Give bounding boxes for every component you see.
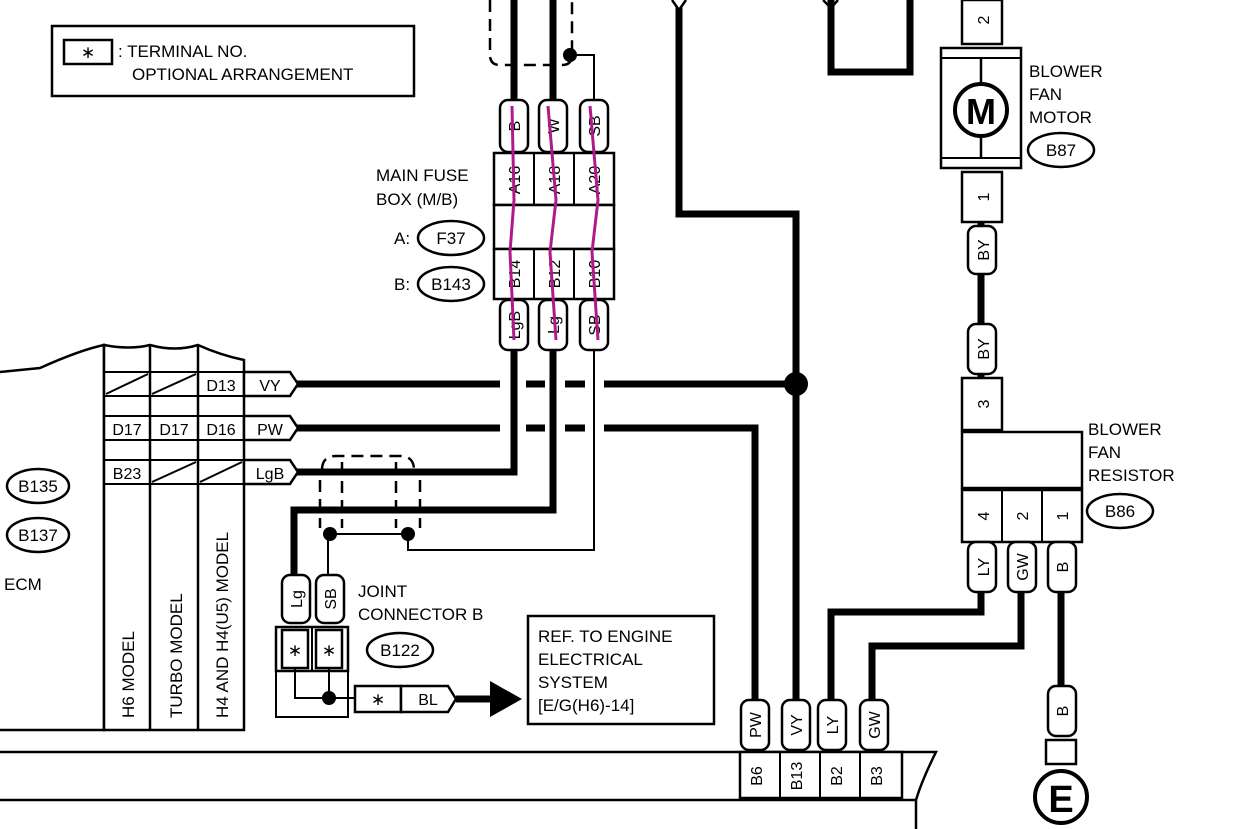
bottom-pin-1: B6 bbox=[749, 766, 766, 786]
ecm-row1-pin3: D13 bbox=[206, 378, 235, 395]
resistor-pin-3: 1 bbox=[1055, 511, 1072, 520]
resistor-wire-1: LY bbox=[976, 557, 993, 576]
legend: ∗ : TERMINAL NO. OPTIONAL ARRANGEMENT bbox=[50, 24, 416, 98]
bottom-wire-2: VY bbox=[789, 714, 806, 736]
ecm-wire-3: LgB bbox=[256, 466, 284, 483]
fuse-box-b-conn: B143 bbox=[431, 275, 471, 294]
bottom-wire-3: LY bbox=[825, 715, 842, 734]
ecm-model-3: H4 AND H4(U5) MODEL bbox=[213, 532, 232, 718]
ecm-row2-pin2: D17 bbox=[159, 422, 188, 439]
ecm-model-2: TURBO MODEL bbox=[167, 593, 186, 718]
resistor-title-1: BLOWER bbox=[1088, 420, 1162, 439]
joint-title-2: CONNECTOR B bbox=[358, 605, 483, 624]
fuse-box-title-1: MAIN FUSE bbox=[376, 166, 469, 185]
joint-wire-1: Lg bbox=[289, 590, 306, 608]
ground-symbol: E bbox=[1048, 779, 1073, 821]
resistor-pin-1: 4 bbox=[976, 511, 993, 520]
ecm-conn-2: B137 bbox=[18, 526, 58, 545]
resistor-in-pin: 3 bbox=[976, 399, 993, 408]
motor-symbol: M bbox=[966, 91, 996, 132]
fuse-a-pin-1: A16 bbox=[507, 166, 524, 195]
resistor-wire-2: GW bbox=[1015, 552, 1032, 580]
ecm-conn-1: B135 bbox=[18, 477, 58, 496]
fuse-box-a-prefix: A: bbox=[394, 229, 410, 248]
joint-out-wire: BL bbox=[418, 692, 438, 709]
joint-connector-b: Lg SB ∗ ∗ ∗ BL JOINT CONNECTOR B B122 bbox=[274, 573, 522, 718]
resistor-pin-2: 2 bbox=[1015, 511, 1032, 520]
legend-line1: : TERMINAL NO. bbox=[118, 42, 247, 61]
joint-title-1: JOINT bbox=[358, 582, 407, 601]
ground-wire: B bbox=[1055, 706, 1072, 717]
main-fuse-box: B W SB A16 A18 A20 B14 B12 B10 LgB Lg SB… bbox=[376, 98, 616, 352]
ref-line-4: [E/G(H6)-14] bbox=[538, 696, 634, 715]
fuse-bottom-wire-1: LgB bbox=[507, 311, 524, 339]
bottom-wire-4: GW bbox=[867, 710, 884, 738]
resistor-title-3: RESISTOR bbox=[1088, 466, 1175, 485]
motor-title-1: BLOWER bbox=[1029, 62, 1103, 81]
middle-wires bbox=[290, 0, 914, 750]
blower-fan-resistor: BY 3 4 2 1 LY GW B BLOWER FAN RESISTOR B… bbox=[827, 322, 1175, 700]
ecm-row2-pin3: D16 bbox=[206, 422, 235, 439]
blower-fan-motor: 2 M 1 BY BLOWER FAN MOTOR B87 bbox=[939, 0, 1103, 378]
fuse-b-pin-3: B10 bbox=[587, 260, 604, 289]
ecm-wire-2: PW bbox=[257, 422, 284, 439]
legend-line2: OPTIONAL ARRANGEMENT bbox=[132, 65, 353, 84]
resistor-title-2: FAN bbox=[1088, 443, 1121, 462]
resistor-conn: B86 bbox=[1105, 502, 1135, 521]
bottom-connector: B6 B13 B2 B3 PW VY LY GW bbox=[0, 698, 939, 829]
ref-box: REF. TO ENGINE ELECTRICAL SYSTEM [E/G(H6… bbox=[526, 614, 716, 726]
ecm-wire-1: VY bbox=[259, 378, 281, 395]
bottom-wire-1: PW bbox=[748, 711, 765, 738]
legend-symbol: ∗ bbox=[81, 43, 95, 62]
bottom-pin-3: B2 bbox=[829, 766, 846, 786]
fuse-box-a-conn: F37 bbox=[436, 229, 465, 248]
motor-conn: B87 bbox=[1046, 141, 1076, 160]
ref-line-2: ELECTRICAL bbox=[538, 650, 643, 669]
motor-title-3: MOTOR bbox=[1029, 108, 1092, 127]
resistor-wire-3: B bbox=[1055, 562, 1072, 573]
motor-title-2: FAN bbox=[1029, 85, 1062, 104]
joint-wire-2: SB bbox=[323, 588, 340, 609]
ecm-model-1: H6 MODEL bbox=[119, 631, 138, 718]
fuse-top-wire-3: SB bbox=[587, 115, 604, 136]
ecm-row2-pin1: D17 bbox=[112, 422, 141, 439]
motor-wire-label: BY bbox=[976, 239, 993, 261]
bottom-pin-2: B13 bbox=[789, 762, 806, 791]
joint-conn: B122 bbox=[380, 641, 420, 660]
joint-pin-2: ∗ bbox=[322, 641, 336, 660]
fuse-box-title-2: BOX (M/B) bbox=[376, 190, 458, 209]
fuse-box-top-wires bbox=[488, 0, 595, 100]
ecm-row3-pin1: B23 bbox=[113, 466, 142, 483]
ref-line-1: REF. TO ENGINE bbox=[538, 627, 672, 646]
ref-line-3: SYSTEM bbox=[538, 673, 608, 692]
joint-out-pin: ∗ bbox=[371, 690, 385, 709]
ecm-label: ECM bbox=[4, 575, 42, 594]
fuse-box-b-prefix: B: bbox=[394, 275, 410, 294]
ground: B E bbox=[1033, 684, 1089, 825]
motor-top-pin: 2 bbox=[976, 15, 993, 24]
fuse-top-wire-1: B bbox=[507, 121, 524, 132]
joint-pin-1: ∗ bbox=[288, 641, 302, 660]
resistor-in-wire: BY bbox=[976, 338, 993, 360]
bottom-pin-4: B3 bbox=[869, 766, 886, 786]
ecm: D13 D17 D17 D16 B23 VY PW LgB H6 MODEL T… bbox=[0, 343, 300, 732]
motor-bottom-pin: 1 bbox=[976, 192, 993, 201]
